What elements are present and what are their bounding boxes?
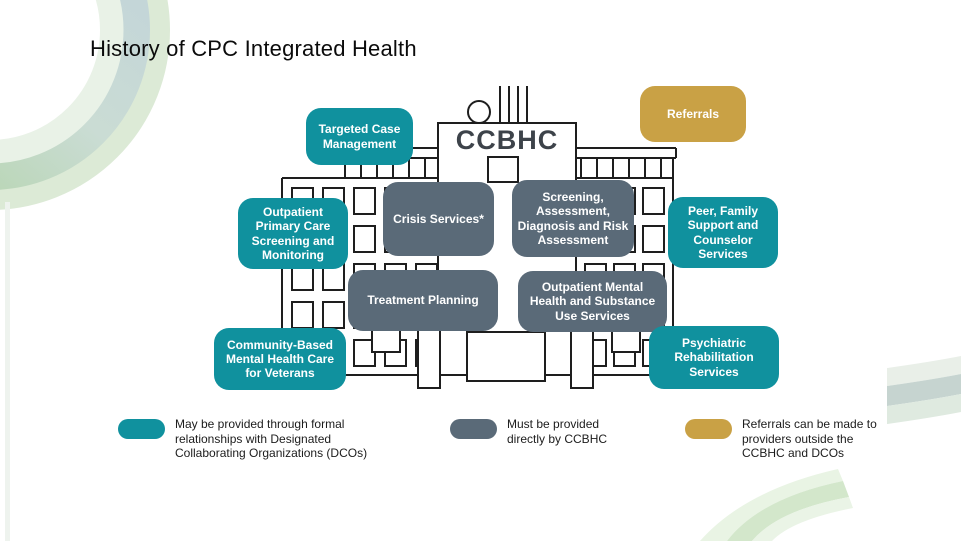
box-community-based-veterans: Community-Based Mental Health Care for V… (214, 328, 346, 390)
building-clock-circle (467, 100, 491, 124)
slide-title: History of CPC Integrated Health (90, 36, 417, 61)
tower-window (487, 156, 519, 183)
entrance-door (466, 331, 546, 382)
box-referrals: Referrals (640, 86, 746, 142)
box-label: Psychiatric Rehabilitation Services (674, 336, 754, 379)
box-label: Community-Based Mental Health Care for V… (225, 337, 335, 381)
box-screening-assessment: Screening, Assessment, Diagnosis and Ris… (512, 180, 634, 257)
building-name-label: CCBHC (456, 125, 559, 155)
entrance-pillar-right (570, 327, 594, 389)
box-targeted-case-management: Targeted Case Management (306, 108, 413, 165)
box-treatment-planning: Treatment Planning (348, 270, 498, 331)
box-outpatient-primary-care: Outpatient Primary Care Screening and Mo… (238, 198, 348, 269)
box-peer-family-support: Peer, Family Support and Counselor Servi… (668, 197, 778, 268)
box-psychiatric-rehabilitation: Psychiatric Rehabilitation Services (649, 326, 779, 389)
box-label: Targeted Case Management (318, 122, 401, 151)
box-label: Peer, Family Support and Counselor Servi… (687, 204, 759, 261)
entrance-pillar-left (417, 327, 441, 389)
box-label: Outpatient Primary Care Screening and Mo… (251, 205, 335, 262)
decorative-swoosh-right (887, 356, 961, 424)
decorative-swoosh-top-left (0, 0, 170, 541)
decorative-left-strip (5, 202, 10, 541)
decorative-swoosh-bottom (700, 469, 853, 541)
box-label: Treatment Planning (367, 293, 479, 308)
box-outpatient-mental-health: Outpatient Mental Health and Substance U… (518, 271, 667, 332)
box-label: Referrals (666, 106, 720, 121)
box-label: Crisis Services* (393, 211, 484, 226)
box-crisis-services: Crisis Services* (383, 182, 494, 256)
box-label: Outpatient Mental Health and Substance U… (529, 280, 656, 323)
box-label: Screening, Assessment, Diagnosis and Ris… (517, 190, 629, 247)
